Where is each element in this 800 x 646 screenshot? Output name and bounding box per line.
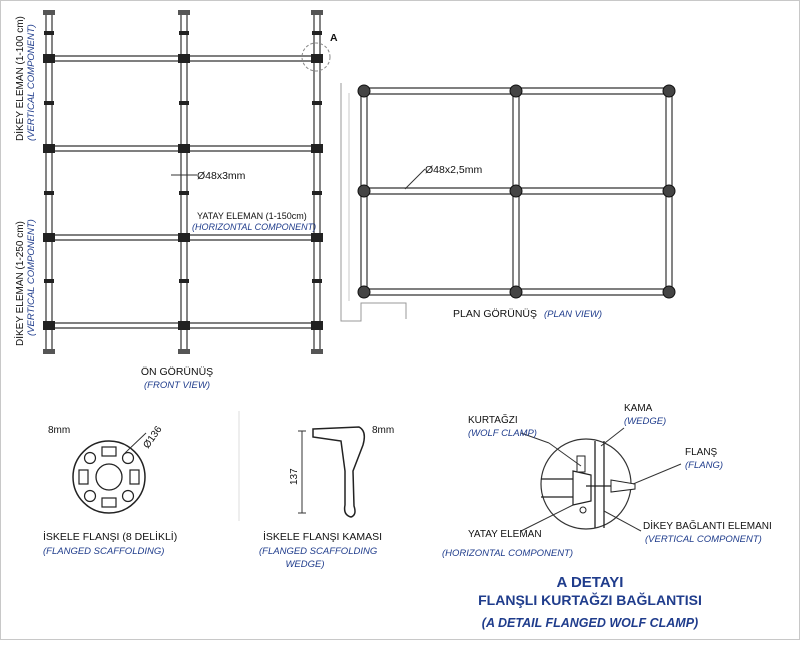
front-view: A DİKEY ELEMAN (1-100 cm) (VERTICAL COMP… [13,10,338,391]
wedge-shape [312,426,366,518]
detail-a-marker-circle [301,42,331,72]
wedge-drawing: 8mm 137 İSKELE FLANŞI KAMASI (FLANGED SC… [238,411,394,570]
wedge-label: KAMA [624,403,653,414]
vertical-connection-label: DİKEY BAĞLANTI ELEMANI [643,519,772,532]
horizontal-label: YATAY ELEMAN (1-150cm) [197,211,307,221]
plan-nodes [357,84,676,299]
horizontal-component-label: YATAY ELEMAN [468,529,542,540]
flange-drawing: 8mm Ø136 İSKELE FLANŞI (8 DELİKLİ) (FLAN… [43,424,177,557]
flange-nodes [43,31,323,330]
detail-a-drawing: KURTAĞZI (WOLF CLAMP) KAMA (WEDGE) FLANŞ… [442,403,772,630]
plan-view-caption: PLAN GÖRÜNÜŞ [453,308,537,320]
wolf-clamp-label-en: (WOLF CLAMP) [468,428,537,439]
flange-holes [78,446,140,508]
post-caps [43,10,323,354]
detail-subtitle-en: (A DETAIL FLANGED WOLF CLAMP) [482,616,698,630]
svg-text:(VERTICAL COMPONENT): (VERTICAL COMPONENT) [26,219,37,336]
svg-text:Ø136: Ø136 [141,424,164,451]
vertical-bottom-label: DİKEY ELEMAN (1-250 cm) [13,221,26,346]
wedge-caption-en1: (FLANGED SCAFFOLDING [259,546,377,557]
flange-caption: İSKELE FLANŞI (8 DELİKLİ) [43,530,177,543]
vertical-top-label-en: (VERTICAL COMPONENT) [26,24,37,141]
plan-outline [340,83,407,322]
detail-a-marker: A [330,32,338,44]
front-view-caption-en: (FRONT VIEW) [144,380,210,391]
wedge-caption: İSKELE FLANŞI KAMASI [263,530,382,543]
front-view-caption: ÖN GÖRÜNÜŞ [141,366,213,378]
horizontal-label-en: (HORIZONTAL COMPONENT) [192,222,316,232]
plan-pipe-size: Ø48x2,5mm [425,164,482,176]
detail-subtitle: FLANŞLI KURTAĞZI BAĞLANTISI [478,591,702,608]
vertical-connection-label-en: (VERTICAL COMPONENT) [645,534,762,545]
vertical-top-label: DİKEY ELEMAN (1-100 cm) [13,16,26,141]
vertical-posts [45,15,321,353]
flange-center-hole [95,463,123,491]
vertical-bottom-label-en: (VERTICAL COMPONENT) [26,219,37,336]
plan-view-caption-en: (PLAN VIEW) [544,309,602,320]
horizontal-component-label-en: (HORIZONTAL COMPONENT) [442,548,573,559]
wolf-clamp-label: KURTAĞZI [468,413,518,426]
plan-view: Ø48x2,5mm PLAN GÖRÜNÜŞ (PLAN VIEW) [340,83,676,322]
svg-text:(VERTICAL COMPONENT): (VERTICAL COMPONENT) [26,24,37,141]
svg-text:DİKEY ELEMAN (1-250 cm): DİKEY ELEMAN (1-250 cm) [13,221,26,346]
wedge-caption-en2: WEDGE) [285,559,324,570]
wedge-height: 137 [289,468,300,485]
flange-thickness: 8mm [48,425,70,436]
svg-text:DİKEY ELEMAN (1-100 cm): DİKEY ELEMAN (1-100 cm) [13,16,26,141]
svg-text:137: 137 [289,468,300,485]
flange-label: FLANŞ [685,447,718,458]
detail-title: A DETAYI [557,574,624,591]
flange-label-en: (FLANG) [685,460,723,471]
wedge-label-en: (WEDGE) [624,416,666,427]
front-pipe-size: Ø48x3mm [197,170,246,182]
flange-diameter: Ø136 [141,424,164,451]
plan-pipe-leader [404,168,426,190]
flange-caption-en: (FLANGED SCAFFOLDING) [43,546,164,557]
wedge-thickness: 8mm [372,425,394,436]
